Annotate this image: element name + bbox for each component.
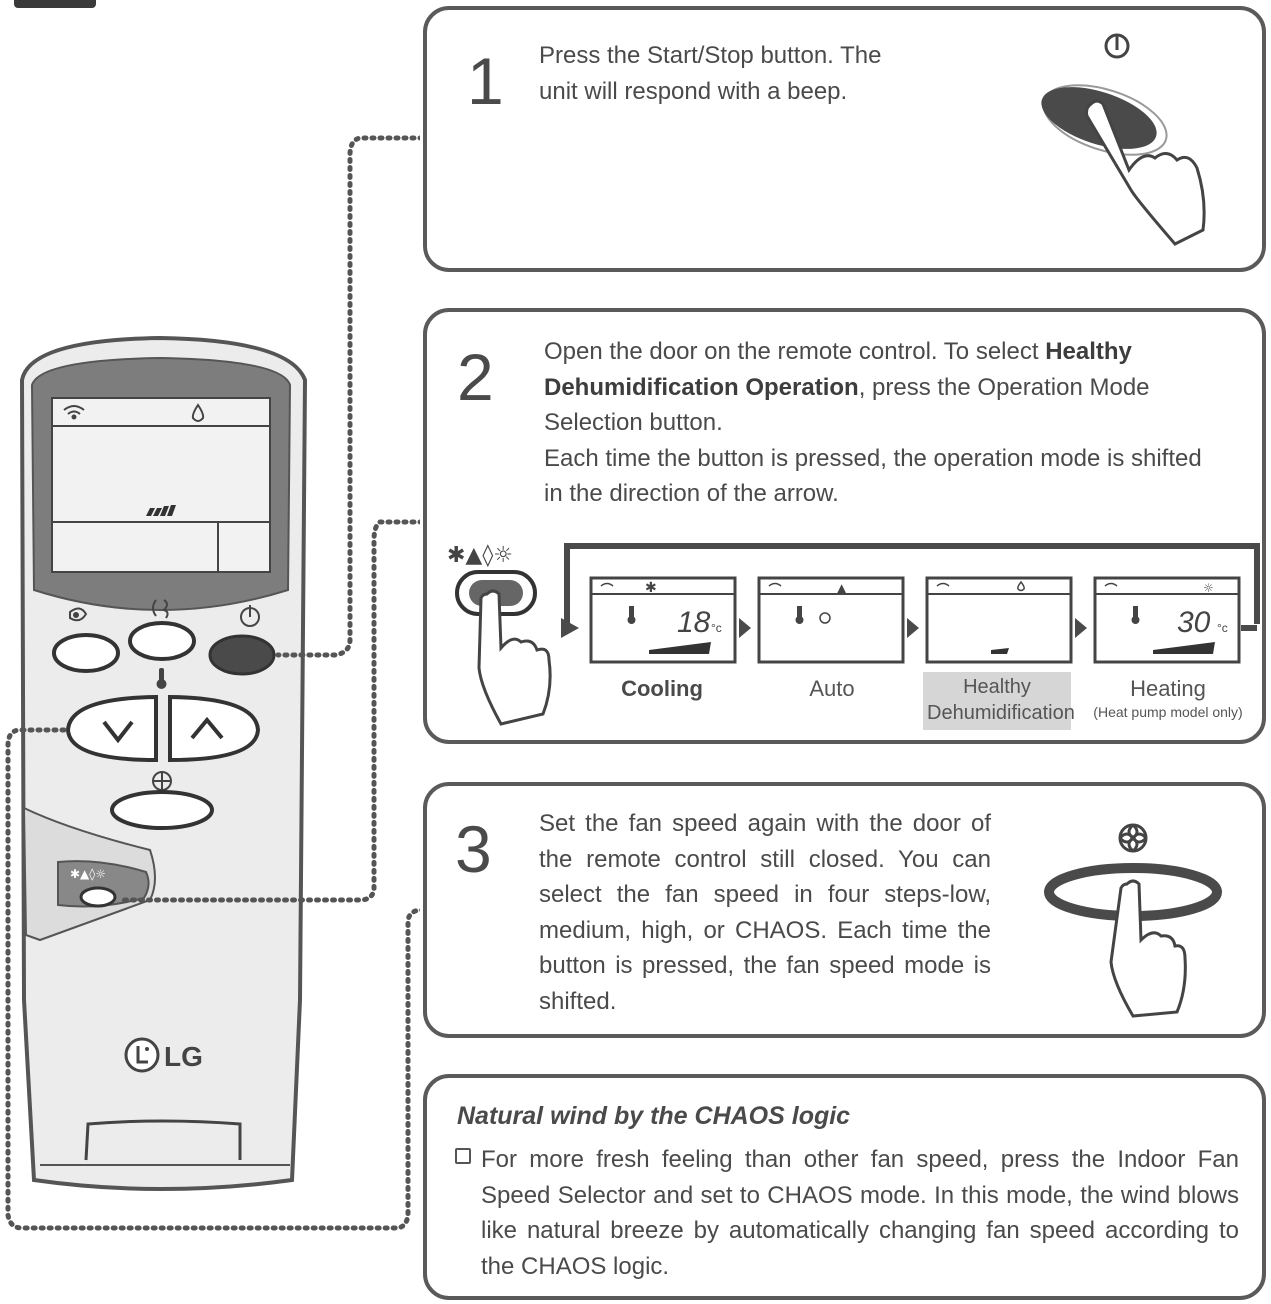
step-1-number: 1 xyxy=(467,44,504,118)
svg-text:°c: °c xyxy=(711,621,722,635)
press-power-illustration xyxy=(1041,33,1206,246)
corner-tab xyxy=(14,0,96,8)
jet-cool-button[interactable] xyxy=(52,633,120,673)
note-text: For more fresh feeling than other fan sp… xyxy=(481,1146,1239,1280)
drop-icon xyxy=(191,403,205,422)
step-3-number: 3 xyxy=(455,812,492,886)
temperature-icon xyxy=(156,668,167,689)
svg-text:30: 30 xyxy=(1177,606,1211,639)
mode-label-heating: Heating (Heat pump model only) xyxy=(1089,676,1247,720)
air-flow-button[interactable] xyxy=(128,621,196,661)
mode-flow-arrows xyxy=(561,543,1260,638)
svg-text:°c: °c xyxy=(1217,621,1228,635)
temp-down-button[interactable] xyxy=(65,694,158,763)
mode-note-heating: (Heat pump model only) xyxy=(1093,704,1243,720)
step-2-text: Open the door on the remote control. To … xyxy=(544,338,1202,507)
step-2-panel: 2 Open the door on the remote control. T… xyxy=(423,308,1266,744)
power-icon xyxy=(240,605,260,627)
step-1-text: Press the Start/Stop button. The unit wi… xyxy=(539,42,882,105)
note-title: Natural wind by the CHAOS logic xyxy=(457,1102,851,1130)
leader-lines xyxy=(5,135,420,1231)
step-2-number: 2 xyxy=(457,340,494,414)
svg-text:✱▲◊☼: ✱▲◊☼ xyxy=(70,867,106,881)
brand-label: LG xyxy=(164,1041,203,1072)
mode-button-press-illustration: ✱▲◊☼ xyxy=(447,543,552,726)
press-fan-button-illustration xyxy=(1044,823,1222,1018)
remote-control-illustration: ✱▲◊☼ LG xyxy=(5,135,420,1231)
fan-icon xyxy=(152,771,172,791)
healthy-display xyxy=(925,576,1073,664)
heating-display: ☼ 30 °c xyxy=(1093,576,1241,664)
fan-speed-button[interactable] xyxy=(110,790,214,830)
lg-logo: LG xyxy=(124,1037,203,1073)
svg-text:✱▲◊☼: ✱▲◊☼ xyxy=(447,543,513,568)
chaos-note-panel: Natural wind by the CHAOS logic For more… xyxy=(423,1074,1266,1300)
checkbox-bullet-icon xyxy=(455,1148,471,1164)
svg-text:18: 18 xyxy=(677,606,711,639)
svg-text:✱: ✱ xyxy=(645,580,657,596)
svg-text:☼: ☼ xyxy=(1203,581,1214,595)
auto-display: ▲ xyxy=(757,576,905,664)
step-3-text: Set the fan speed again with the door of… xyxy=(539,810,991,1015)
cooling-display: ✱ 18 °c xyxy=(589,576,737,664)
svg-text:▲: ▲ xyxy=(837,581,847,595)
mode-label-healthy: Healthy Dehumidification xyxy=(927,676,1075,724)
start-stop-button[interactable] xyxy=(208,634,276,676)
jet-cool-icon xyxy=(69,607,88,622)
mode-button-small[interactable] xyxy=(79,886,117,908)
mode-icons-small: ✱▲◊☼ xyxy=(70,867,106,881)
step-1-panel: 1 Press the Start/Stop button. The unit … xyxy=(423,6,1266,272)
air-flow-icon xyxy=(152,599,169,619)
healthy-highlight xyxy=(923,672,1071,730)
signal-icon xyxy=(63,405,85,420)
mode-label-cooling: Cooling xyxy=(621,676,703,701)
mode-label-auto: Auto xyxy=(809,676,855,701)
step-3-panel: 3 Set the fan speed again with the door … xyxy=(423,782,1266,1038)
